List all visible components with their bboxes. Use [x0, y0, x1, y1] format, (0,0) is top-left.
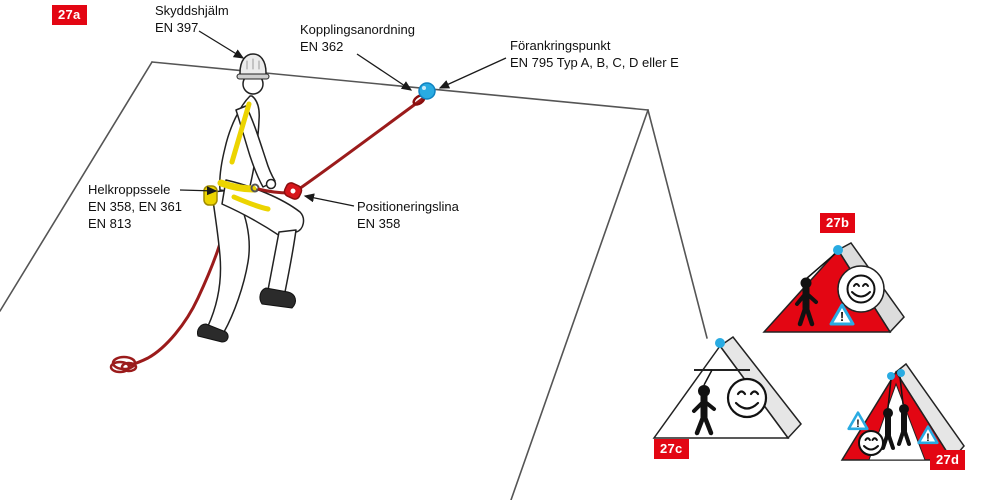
callout-anchor-standard: EN 795 Typ A, B, C, D eller E — [510, 55, 679, 70]
worker-silhouette-icon — [897, 404, 911, 446]
anchor-highlight — [422, 86, 426, 90]
happy-face-icon — [846, 274, 876, 304]
sign-27d-lanyard-line-2 — [899, 376, 904, 405]
callout-helmet: Skyddshjälm EN 397 — [155, 2, 229, 36]
callout-connector-standard: EN 362 — [300, 39, 344, 54]
roof-ridge-line — [151, 61, 649, 111]
figure-label-27a: 27a — [52, 5, 87, 25]
callout-harness: Helkroppssele EN 358, EN 361 EN 813 — [88, 181, 182, 232]
callout-harness-title: Helkroppssele — [88, 182, 171, 197]
sign-27c-icon — [652, 335, 802, 440]
figure-label-27b: 27b — [820, 213, 856, 233]
positioning-rope — [298, 95, 426, 191]
roof-left-edge — [0, 61, 153, 312]
callout-lanyard-standard: EN 358 — [357, 216, 401, 231]
warning-exclamation: ! — [856, 418, 860, 430]
work-positioning-system — [257, 82, 436, 200]
positioning-device-icon — [283, 182, 303, 200]
worker-front-shoe — [259, 287, 296, 309]
worker-silhouette-icon — [692, 385, 716, 436]
ridge-anchor-dot — [715, 338, 725, 348]
callout-connector-title: Kopplingsanordning — [300, 22, 415, 37]
callout-lines — [179, 30, 507, 207]
ridge-anchor-dot — [887, 372, 895, 380]
callout-lanyard: Positioneringslina EN 358 — [357, 198, 459, 232]
warning-exclamation: ! — [926, 432, 930, 444]
callout-lanyard-title: Positioneringslina — [357, 199, 459, 214]
roof-right-edge — [647, 109, 708, 339]
figure-label-27d: 27d — [930, 450, 966, 470]
ridge-anchor-dot — [897, 369, 905, 377]
harness-chest-strap — [229, 101, 252, 165]
worker-silhouette-icon — [795, 277, 818, 327]
callout-line-helmet — [198, 30, 245, 59]
roof-gable-edge — [510, 109, 649, 500]
helmet-brim — [236, 73, 270, 80]
sign-27d-lanyard-line-1 — [887, 378, 892, 409]
callout-line-connector — [356, 53, 413, 91]
worker-hand — [265, 178, 277, 190]
callout-line-harness — [179, 186, 218, 196]
worker-front-shin — [267, 229, 297, 293]
callout-anchor-title: Förankringspunkt — [510, 38, 611, 53]
callout-harness-standard-2: EN 813 — [88, 216, 132, 231]
sign-27c-lanyard-line — [703, 369, 713, 386]
worker-figure — [109, 53, 305, 374]
anchor-point-icon — [418, 82, 436, 100]
callout-helmet-title: Skyddshjälm — [155, 3, 229, 18]
worker-back-shoe — [197, 323, 229, 343]
helmet-vents — [246, 58, 260, 70]
callout-helmet-standard: EN 397 — [155, 20, 199, 35]
worker-silhouette-icon — [881, 408, 895, 450]
callout-anchor: Förankringspunkt EN 795 Typ A, B, C, D e… — [510, 37, 679, 71]
happy-face-icon — [858, 430, 884, 456]
figure-label-27c: 27c — [654, 439, 689, 459]
callout-line-lanyard — [303, 193, 355, 207]
roof-outline — [0, 61, 708, 500]
rope-coil — [109, 355, 138, 374]
sign-27b-icon: ! — [762, 242, 905, 334]
ridge-anchor-dot — [833, 245, 843, 255]
warning-exclamation: ! — [840, 309, 844, 324]
worker-arm — [235, 105, 276, 188]
harness-gear-pouch — [203, 185, 218, 206]
harness-leg-loop — [231, 194, 271, 212]
sign-27b-lanyard-line — [805, 252, 837, 280]
happy-face-icon — [726, 377, 768, 419]
callout-line-anchor — [438, 57, 507, 89]
callout-harness-standard: EN 358, EN 361 — [88, 199, 182, 214]
callout-connector: Kopplingsanordning EN 362 — [300, 21, 415, 55]
sign-27d-icon: ! ! — [840, 362, 965, 462]
